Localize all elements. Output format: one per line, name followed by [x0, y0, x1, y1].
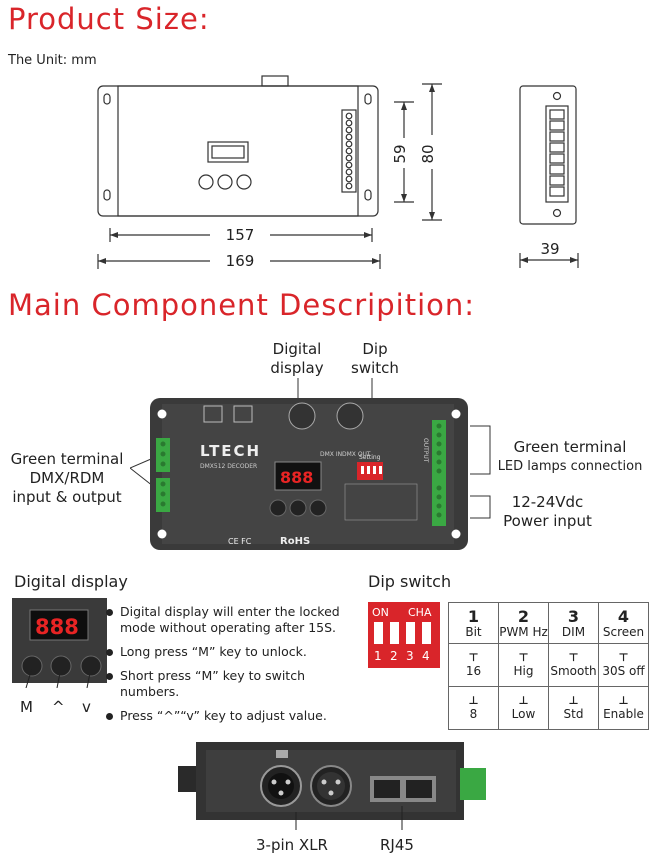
callout-green-terminal-led: Green terminal LED lamps connection	[497, 438, 643, 474]
switch-down-icon: ⊥	[568, 694, 579, 707]
switch-up-icon: ⊤	[468, 651, 479, 664]
dip-toggle-3	[406, 622, 415, 644]
callout-green-terminal-dmx: Green terminal DMX/RDM input & output	[10, 450, 124, 506]
dmx-out-text: DMX OUT	[342, 451, 371, 458]
dim-80: 80	[419, 144, 437, 164]
dip-cha-label: CHA	[408, 606, 432, 619]
device-segment-text: 888	[280, 468, 313, 487]
dip-pos-3: 3	[406, 649, 414, 663]
dip-switch-photo: ON CHA 1 2 3 4	[368, 602, 440, 668]
ce-fc-text: CE FC	[228, 537, 252, 546]
rj45-label: RJ45	[380, 836, 414, 854]
key-leader-lines	[25, 668, 92, 688]
note-item: Short press “M” key to switch numbers.	[106, 668, 366, 700]
xlr-label: 3-pin XLR	[256, 836, 328, 854]
dmx-in-text: DMX IN	[320, 451, 342, 458]
model-text: DMX512 DECODER	[200, 463, 257, 470]
note-item: Long press “M” key to unlock.	[106, 644, 366, 660]
callout-dip-switch: Dip switch	[351, 340, 399, 377]
device-photo: LTECH DMX512 DECODER DMX IN DMX OUT 888 …	[130, 378, 491, 550]
switch-down-icon: ⊥	[468, 694, 479, 707]
brand-text: LTECH	[200, 442, 261, 460]
dip-table-cell: ⊥8	[448, 686, 499, 730]
dip-table-up-row: ⊤16 ⊤Hig ⊤Smooth ⊤30S off	[448, 643, 649, 687]
product-size-title: Product Size:	[8, 2, 210, 36]
dim-59: 59	[391, 144, 409, 164]
switch-up-icon: ⊤	[568, 651, 579, 664]
dip-table-cell: ⊥Enable	[598, 686, 649, 730]
key-up-label: ^	[52, 698, 65, 716]
display-notes: Digital display will enter the locked mo…	[106, 604, 366, 732]
dip-toggle-4	[422, 622, 431, 644]
dip-table-down-row: ⊥8 ⊥Low ⊥Std ⊥Enable	[448, 686, 649, 730]
front-view-drawing	[97, 75, 381, 269]
dip-pos-2: 2	[390, 649, 398, 663]
callout-power-input: 12-24Vdc Power input	[503, 493, 592, 530]
height-dimensions	[394, 83, 442, 221]
dip-table-cell: ⊤30S off	[598, 643, 649, 687]
output-text: OUTPUT	[422, 438, 429, 463]
note-item: Press “^”“v” key to adjust value.	[106, 708, 366, 724]
dip-table-cell: ⊥Low	[498, 686, 549, 730]
dip-pos-4: 4	[422, 649, 430, 663]
dip-table-cell: ⊥Std	[548, 686, 599, 730]
dip-toggle-2	[390, 622, 399, 644]
switch-up-icon: ⊤	[618, 651, 629, 664]
callout-digital-display: Digital display	[270, 340, 324, 377]
display-segment-text: 888	[35, 615, 79, 639]
switch-up-icon: ⊤	[518, 651, 529, 664]
dip-on-label: ON	[372, 606, 389, 619]
switch-down-icon: ⊥	[518, 694, 529, 707]
digital-display-title: Digital display	[14, 572, 128, 591]
dip-switch-title: Dip switch	[368, 572, 452, 591]
dip-table-cell: ⊤Hig	[498, 643, 549, 687]
key-down-label: v	[82, 698, 91, 716]
dip-table-cell: ⊤16	[448, 643, 499, 687]
unit-label: The Unit: mm	[8, 53, 97, 68]
dim-157: 157	[225, 226, 255, 244]
connector-side-photo	[178, 742, 486, 830]
dip-pos-1: 1	[374, 649, 382, 663]
main-component-title: Main Component Descripition:	[8, 288, 476, 322]
digital-display-photo: 888	[12, 598, 107, 683]
dip-toggle-1	[374, 622, 383, 644]
side-view-drawing	[519, 85, 579, 268]
rohs-text: RoHS	[280, 536, 310, 547]
setting-text: Setting	[359, 454, 381, 461]
key-m-label: M	[20, 698, 33, 716]
switch-down-icon: ⊥	[618, 694, 629, 707]
dim-39: 39	[540, 240, 560, 258]
dip-table-cell: ⊤Smooth	[548, 643, 599, 687]
dim-169: 169	[225, 252, 255, 270]
note-item: Digital display will enter the locked mo…	[106, 604, 366, 636]
